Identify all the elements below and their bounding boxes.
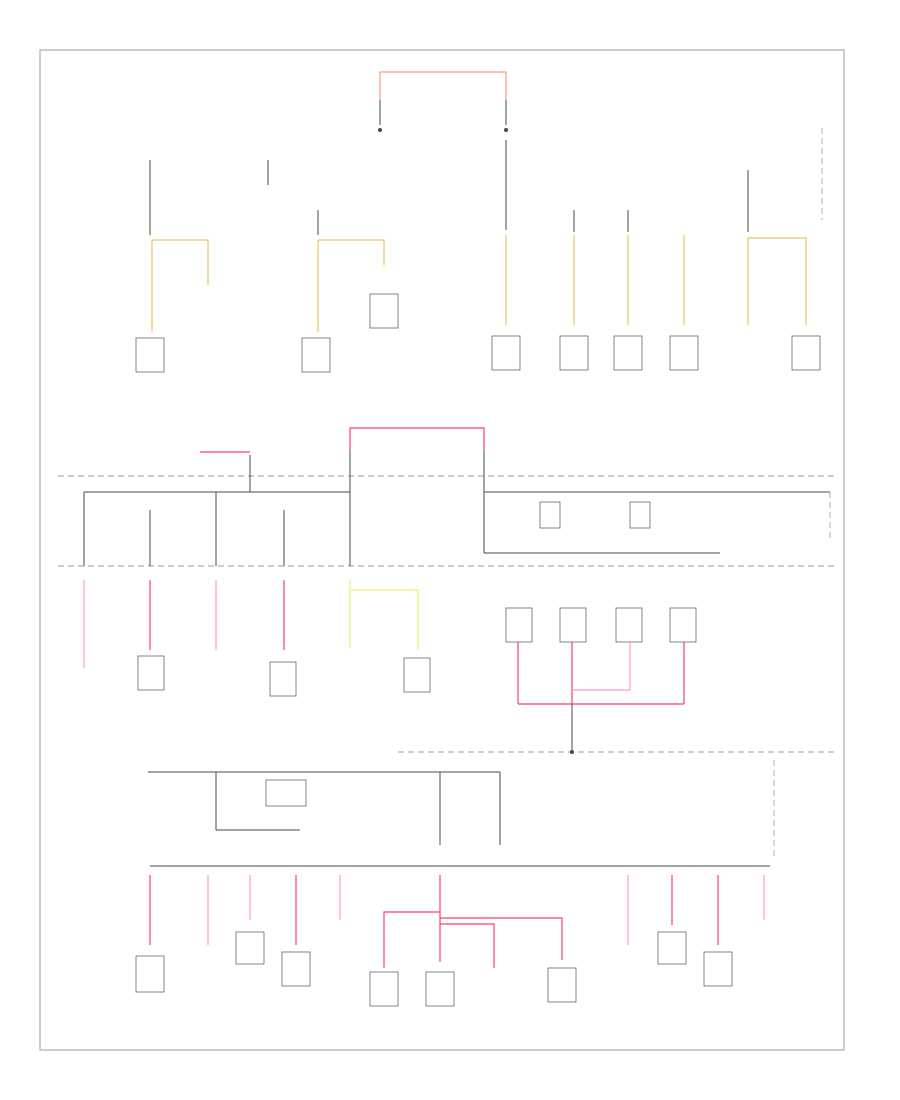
component-box: [135, 955, 165, 993]
component-box: [547, 967, 577, 1003]
component-box: [669, 607, 697, 643]
bottom-section: [135, 760, 775, 1007]
component-box: [657, 931, 687, 965]
component-box: [505, 607, 533, 643]
fuse-block-far-right: [747, 128, 823, 371]
component-box: [281, 951, 311, 987]
lime-wire: [350, 589, 419, 650]
relay-box: [629, 501, 651, 529]
diagram-frame: [39, 49, 845, 1051]
component-box: [137, 655, 165, 691]
component-box: [703, 951, 733, 987]
fuse-columns-right: [491, 210, 699, 371]
orange-wire-loop: [379, 71, 507, 100]
relay-box: [265, 779, 307, 807]
yellow-wire: [152, 239, 209, 285]
component-box: [615, 607, 643, 643]
component-box: [791, 335, 821, 371]
top-section: [135, 71, 823, 373]
component-box: [269, 661, 297, 697]
relay-box: [539, 501, 561, 529]
middle-section: [83, 427, 831, 566]
component-box: [559, 607, 587, 643]
component-box: [135, 337, 165, 373]
component-box: [369, 971, 399, 1007]
component-box: [235, 931, 265, 965]
fuse-block-center-left: [267, 160, 399, 373]
fuse-block-left: [135, 160, 209, 373]
component-box: [669, 335, 699, 371]
section-dividers: [58, 475, 838, 753]
component-box: [491, 335, 521, 371]
component-box: [613, 335, 643, 371]
lower-middle-section: [83, 580, 697, 754]
yellow-wire: [318, 239, 385, 265]
yellow-wire: [748, 237, 807, 325]
component-box: [425, 971, 455, 1007]
pink-fanout: [383, 911, 440, 968]
component-box: [301, 337, 331, 373]
component-box: [369, 293, 399, 329]
component-box: [403, 657, 431, 693]
component-box: [559, 335, 589, 371]
pink-wire-loop: [349, 427, 485, 450]
